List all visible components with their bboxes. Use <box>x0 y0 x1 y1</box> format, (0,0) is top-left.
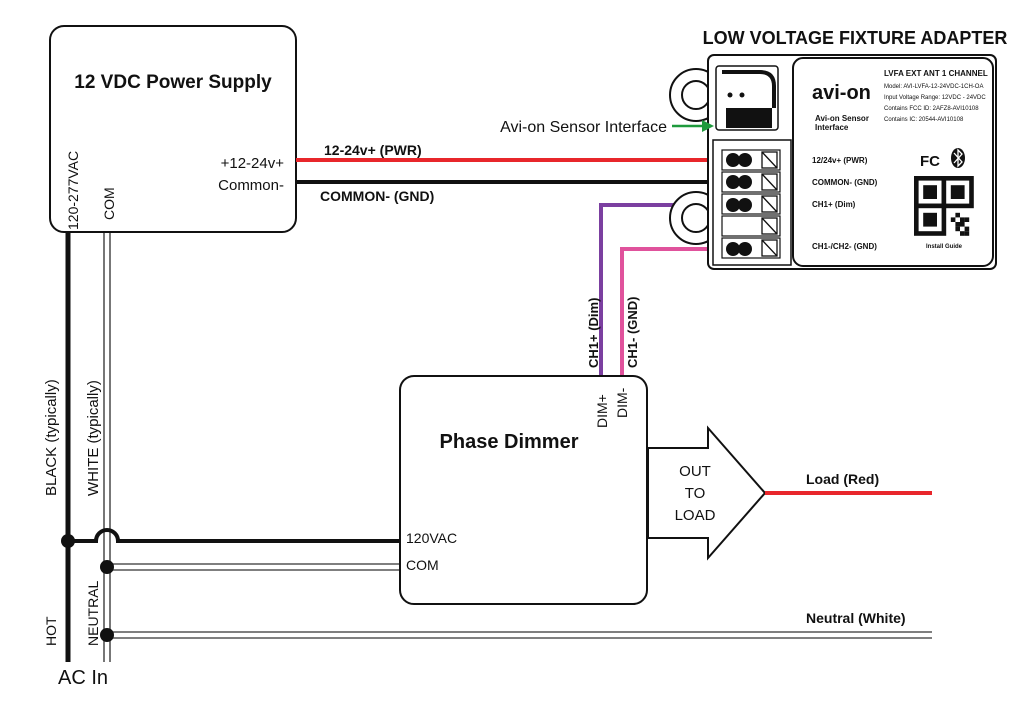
phase-dimmer: Phase Dimmer DIM+ DIM- 120VAC COM <box>399 375 648 605</box>
out-label-1: OUT <box>679 463 711 480</box>
terminal-label-ch1: CH1+ (Dim) <box>812 200 856 209</box>
screw-slash <box>761 239 778 257</box>
label-title: LVFA EXT ANT 1 CHANNEL <box>884 69 988 78</box>
dimmer-com-terminal: COM <box>406 557 439 573</box>
sensor-port <box>726 108 772 128</box>
hot-label: HOT <box>43 616 59 646</box>
sensor-pin <box>727 92 733 98</box>
terminal-label-pwr: 12/24v+ (PWR) <box>812 156 868 165</box>
power-supply-input-label: 120-277VAC <box>65 151 81 230</box>
screw-slash <box>761 195 778 213</box>
label-model: Model: AVI-LVFA-12-24VDC-1CH-OA <box>884 84 983 90</box>
wire-end <box>726 198 740 212</box>
terminal-label-common: COMMON- (GND) <box>812 178 878 187</box>
screw-slash <box>761 151 778 169</box>
label-voltage: Input Voltage Range: 12VDC - 24VDC <box>884 95 986 101</box>
power-supply-com-label: COM <box>101 187 117 220</box>
dimmer-title: Phase Dimmer <box>440 431 579 453</box>
load-wire-label: Load (Red) <box>806 471 879 487</box>
label-sensor-interface-2: Interface <box>815 123 849 132</box>
junction-dot <box>100 628 114 642</box>
dim-pos-terminal: DIM+ <box>594 394 610 428</box>
callout-arrow-icon <box>672 120 714 132</box>
power-supply-box <box>49 25 297 233</box>
dim-wire-label: CH1+ (Dim) <box>586 298 601 368</box>
wire-end <box>738 242 752 256</box>
power-supply: 12 VDC Power Supply 120-277VAC COM +12-2… <box>49 25 297 233</box>
out-to-load-arrow: OUT TO LOAD <box>647 425 767 561</box>
white-wire-label: WHITE (typically) <box>85 380 102 496</box>
black-wire-label: BLACK (typically) <box>43 379 60 496</box>
out-label-2: TO <box>685 485 706 502</box>
wire-end <box>726 175 740 189</box>
screw-slash <box>761 173 778 191</box>
label-fcc: Contains FCC ID: 2AFZ8-AVI10108 <box>884 106 979 112</box>
junction-dot <box>100 560 114 574</box>
wire-end <box>726 153 740 167</box>
qr-code-icon <box>914 176 974 236</box>
sensor-plug <box>722 70 776 108</box>
bluetooth-icon <box>951 148 965 168</box>
terminals <box>721 149 781 259</box>
sensor-pin <box>739 92 745 98</box>
ac-in-label: AC In <box>58 667 108 689</box>
fixture-adapter: avi-on LVFA EXT ANT 1 CHANNEL Model: AVI… <box>669 54 997 270</box>
dim-neg-terminal: DIM- <box>614 387 630 418</box>
wire-end <box>738 175 752 189</box>
ac-wiring <box>61 230 932 662</box>
ch1-gnd-wire-label: CH1- (GND) <box>625 297 640 369</box>
mounting-hole <box>681 80 711 110</box>
wire-end <box>738 198 752 212</box>
power-supply-common-terminal: Common- <box>218 177 284 194</box>
gnd-wire-label: COMMON- (GND) <box>320 188 434 204</box>
ch1-gnd-wire <box>620 247 732 378</box>
junction-dot <box>61 534 75 548</box>
power-supply-title: 12 VDC Power Supply <box>74 72 272 93</box>
wire-end <box>726 242 740 256</box>
install-guide-label: Install Guide <box>926 244 963 250</box>
power-supply-pos-terminal: +12-24v+ <box>221 155 285 172</box>
fcc-mark-icon: FC <box>920 153 940 170</box>
adapter-title: LOW VOLTAGE FIXTURE ADAPTER <box>703 28 1008 48</box>
label-ic: Contains IC: 20544-AVI10108 <box>884 117 964 123</box>
avi-on-logo: avi-on <box>812 82 871 104</box>
label-sensor-interface-1: Avi-on Sensor <box>815 114 869 123</box>
hot-to-dimmer-wire <box>68 528 400 543</box>
neutral-white-label: Neutral (White) <box>806 610 906 626</box>
dimmer-120vac-terminal: 120VAC <box>406 530 457 546</box>
mounting-hole <box>681 203 711 233</box>
out-label-3: LOAD <box>675 507 716 524</box>
neutral-label: NEUTRAL <box>85 580 101 646</box>
wire-end <box>738 153 752 167</box>
screw-slash <box>761 217 778 235</box>
sensor-interface-callout: Avi-on Sensor Interface <box>500 119 667 136</box>
pwr-wire-label: 12-24v+ (PWR) <box>324 142 422 158</box>
terminal-label-ch1ch2: CH1-/CH2- (GND) <box>812 242 877 251</box>
